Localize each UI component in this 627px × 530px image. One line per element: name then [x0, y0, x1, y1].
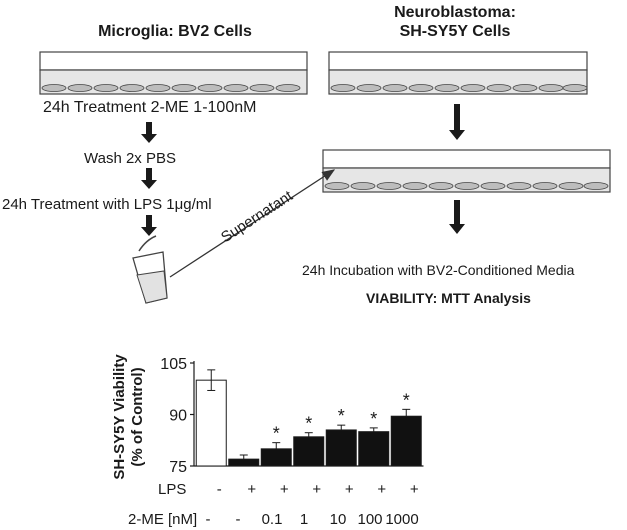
me-dose-value: 10 [330, 511, 347, 528]
me-row-label: 2-ME [nM] [128, 511, 197, 528]
bar [260, 448, 292, 467]
lps-value: + [312, 481, 321, 498]
lps-row-label: LPS [158, 481, 186, 498]
lps-value: + [410, 481, 419, 498]
step-treatment-lps: 24h Treatment with LPS 1μg/ml [2, 196, 212, 213]
bar [228, 458, 260, 467]
me-dose-value: 100 [357, 511, 382, 528]
me-dose-value: 1000 [385, 511, 418, 528]
bv2-culture-dish [39, 51, 308, 95]
me-dose-value: - [206, 511, 211, 528]
bar [390, 415, 422, 467]
conditioned-cell-layer [324, 182, 609, 190]
significance-asterisk: * [305, 414, 312, 434]
schematic-diagram [39, 51, 611, 304]
significance-asterisk: * [403, 390, 410, 410]
significance-asterisk: * [370, 409, 377, 429]
supernatant-transfer-arrow [169, 169, 336, 278]
bv2-title: Microglia: BV2 Cells [98, 23, 252, 40]
bv2-cell-layer [41, 84, 301, 92]
incubation-text: 24h Incubation with BV2-Conditioned Medi… [302, 262, 575, 278]
conditioned-media-dish [322, 149, 611, 193]
bar [325, 429, 357, 467]
step-treatment-2me: 24h Treatment 2-ME 1-100nM [43, 99, 257, 116]
significance-asterisk: * [273, 424, 280, 444]
bar [293, 436, 325, 467]
me-dose-value: 0.1 [262, 511, 283, 528]
left-flow-arrows [141, 122, 157, 236]
down-arrow-icon [141, 122, 157, 143]
lps-value: + [247, 481, 256, 498]
shsy5y-culture-dish [328, 51, 588, 95]
viability-title: VIABILITY: MTT Analysis [366, 290, 531, 306]
me-dose-value: 1 [300, 511, 308, 528]
viability-bar-chart: SH-SY5Y Viability (% of Control) LPS 2-M… [111, 354, 424, 528]
step-wash-pbs: Wash 2x PBS [84, 150, 176, 167]
down-arrow-icon [141, 215, 157, 236]
bar [195, 379, 227, 467]
down-arrow-icon [449, 104, 465, 140]
right-flow-arrows [449, 104, 465, 234]
lps-value: - [217, 481, 222, 498]
y-tick-label: 90 [169, 408, 187, 425]
me-dose-value: - [236, 511, 241, 528]
significance-asterisk: * [338, 406, 345, 426]
bar [358, 431, 390, 467]
lps-value: + [280, 481, 289, 498]
y-axis-label-line1: SH-SY5Y Viability [111, 354, 128, 480]
down-arrow-icon [449, 200, 465, 234]
supernatant-tube-icon [132, 235, 168, 304]
y-tick-label: 75 [169, 459, 187, 476]
shsy5y-cell-layer [330, 84, 588, 92]
lps-value: + [377, 481, 386, 498]
lps-value: + [345, 481, 354, 498]
shsy5y-title-line1: Neuroblastoma: [394, 4, 516, 21]
y-tick-label: 105 [160, 356, 187, 373]
down-arrow-icon [141, 168, 157, 189]
y-axis-label-line2: (% of Control) [129, 367, 146, 466]
shsy5y-title-line2: SH-SY5Y Cells [399, 23, 511, 40]
